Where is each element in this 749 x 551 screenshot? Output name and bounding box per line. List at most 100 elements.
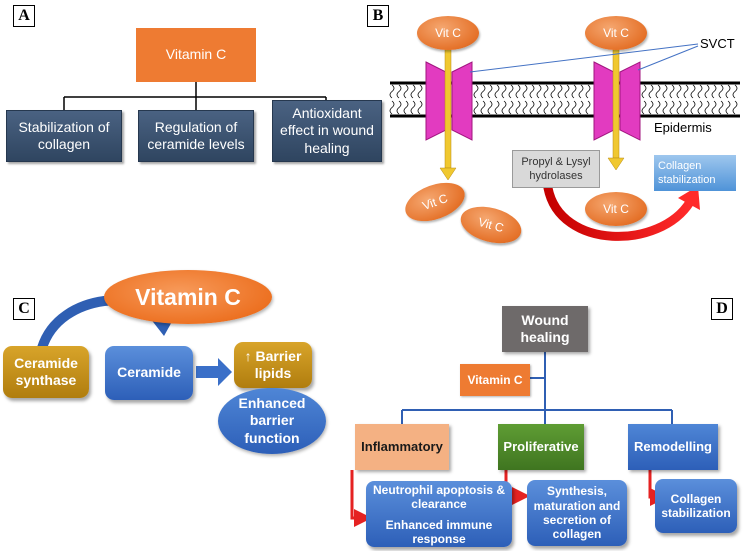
- ceramide-box: Ceramide: [105, 346, 193, 400]
- lipid-tail: [697, 84, 703, 99]
- lipid-tail: [480, 100, 486, 115]
- lipid-tail: [487, 100, 493, 115]
- lipid-tail: [585, 84, 591, 99]
- lipid-tail: [683, 100, 689, 115]
- panel-d-connectors: [401, 352, 673, 424]
- lipid-tail: [676, 100, 682, 115]
- enhanced-immune-response-text: Enhanced immune response: [385, 517, 493, 547]
- collagen-stabilization-box: Collagen stabilization: [654, 155, 736, 191]
- proliferative-phase-box: Proliferative: [498, 424, 584, 470]
- lipid-tail: [410, 100, 416, 115]
- inflammatory-phase-box: Inflammatory: [355, 424, 449, 470]
- lipid-tail: [473, 100, 479, 115]
- lipid-tail: [571, 100, 577, 115]
- lipid-tail: [585, 100, 591, 115]
- red-arrow-head: [678, 186, 700, 210]
- lipid-tail: [662, 100, 668, 115]
- lipid-tail: [711, 100, 717, 115]
- lipid-tail: [473, 84, 479, 99]
- lipid-tail: [718, 100, 724, 115]
- lipid-tail: [480, 84, 486, 99]
- lipid-tail: [641, 84, 647, 99]
- lipid-tail: [403, 100, 409, 115]
- svct-transporter-left: [425, 61, 473, 141]
- barrier-lipids-box: ↑ Barrier lipids: [234, 342, 312, 388]
- lipid-tail: [683, 84, 689, 99]
- lipid-tail: [732, 84, 738, 99]
- neutrophil-apoptosis-text: Neutrophil apoptosis & clearance: [373, 483, 505, 512]
- lipid-tail: [662, 84, 668, 99]
- lipid-tail: [403, 84, 409, 99]
- wound-healing-box: Wound healing: [502, 306, 588, 352]
- lipid-tail: [417, 84, 423, 99]
- lipid-tail: [648, 84, 654, 99]
- antioxidant-effect-box: Antioxidant effect in wound healing: [272, 100, 382, 162]
- lipid-tail: [690, 100, 696, 115]
- vitamin-c-root-box: Vitamin C: [136, 28, 256, 82]
- propyl-lysyl-hydrolases-box: Propyl & Lysyl hydrolases: [512, 150, 600, 188]
- lipid-tail: [389, 100, 395, 115]
- lipid-tail: [564, 100, 570, 115]
- lipid-tail: [725, 100, 731, 115]
- remodelling-effect-box: Collagen stabilization: [655, 479, 737, 533]
- lipid-tail: [494, 84, 500, 99]
- lipid-tails: [389, 84, 738, 115]
- lipid-tail: [550, 100, 556, 115]
- panel-label-a: A: [13, 5, 35, 27]
- lipid-tail: [732, 100, 738, 115]
- lipid-tail: [655, 100, 661, 115]
- lipid-tail: [571, 84, 577, 99]
- svct-pointer-lines: [469, 43, 699, 73]
- lipid-tail: [690, 84, 696, 99]
- lipid-tail: [704, 84, 710, 99]
- lipid-tail: [396, 84, 402, 99]
- lipid-tail: [669, 84, 675, 99]
- lipid-tail: [578, 100, 584, 115]
- lipid-tail: [543, 84, 549, 99]
- lipid-tail: [648, 100, 654, 115]
- vit-c-pill-top-right: Vit C: [585, 16, 647, 50]
- lipid-tail: [389, 84, 395, 99]
- lipid-tail: [522, 84, 528, 99]
- lipid-tail: [396, 100, 402, 115]
- lipid-tail: [529, 84, 535, 99]
- vitamin-c-box-d: Vitamin C: [460, 364, 530, 396]
- panel-label-d: D: [711, 298, 733, 320]
- lipid-tail: [655, 84, 661, 99]
- svct-transporter-right: [593, 61, 641, 141]
- lipid-tail: [501, 100, 507, 115]
- panel-label-b: B: [367, 5, 389, 27]
- svct-label: SVCT: [700, 36, 735, 51]
- lipid-tail: [536, 84, 542, 99]
- lipid-tail: [410, 84, 416, 99]
- lipid-tail: [704, 100, 710, 115]
- lipid-tail: [676, 84, 682, 99]
- red-curved-arrow: [543, 183, 695, 241]
- lipid-tail: [529, 100, 535, 115]
- vit-c-pill-top-left: Vit C: [417, 16, 479, 50]
- lipid-tail: [641, 100, 647, 115]
- lipid-tail: [536, 100, 542, 115]
- lipid-tail: [494, 100, 500, 115]
- lipid-tail: [557, 100, 563, 115]
- lipid-tail: [578, 84, 584, 99]
- lipid-tail: [669, 100, 675, 115]
- enhanced-barrier-function-ellipse: Enhanced barrier function: [218, 388, 326, 454]
- transport-arrows: [439, 45, 625, 181]
- proliferative-effect-box: Synthesis, maturation and secretion of c…: [527, 480, 627, 546]
- lipid-tail: [725, 84, 731, 99]
- lipid-tail: [564, 84, 570, 99]
- remodelling-phase-box: Remodelling: [628, 424, 718, 470]
- lipid-tail: [508, 100, 514, 115]
- vitamin-c-ellipse: Vitamin C: [104, 270, 272, 324]
- inflammatory-effects-box: Neutrophil apoptosis & clearance Enhance…: [366, 481, 512, 547]
- lipid-tail: [515, 84, 521, 99]
- ceramide-regulation-box: Regulation of ceramide levels: [138, 110, 254, 162]
- stabilization-collagen-box: Stabilization of collagen: [6, 110, 122, 162]
- lipid-tail: [550, 84, 556, 99]
- epidermis-label: Epidermis: [654, 120, 712, 135]
- ceramide-synthase-box: Ceramide synthase: [3, 346, 89, 398]
- lipid-tail: [487, 84, 493, 99]
- lipid-tail: [522, 100, 528, 115]
